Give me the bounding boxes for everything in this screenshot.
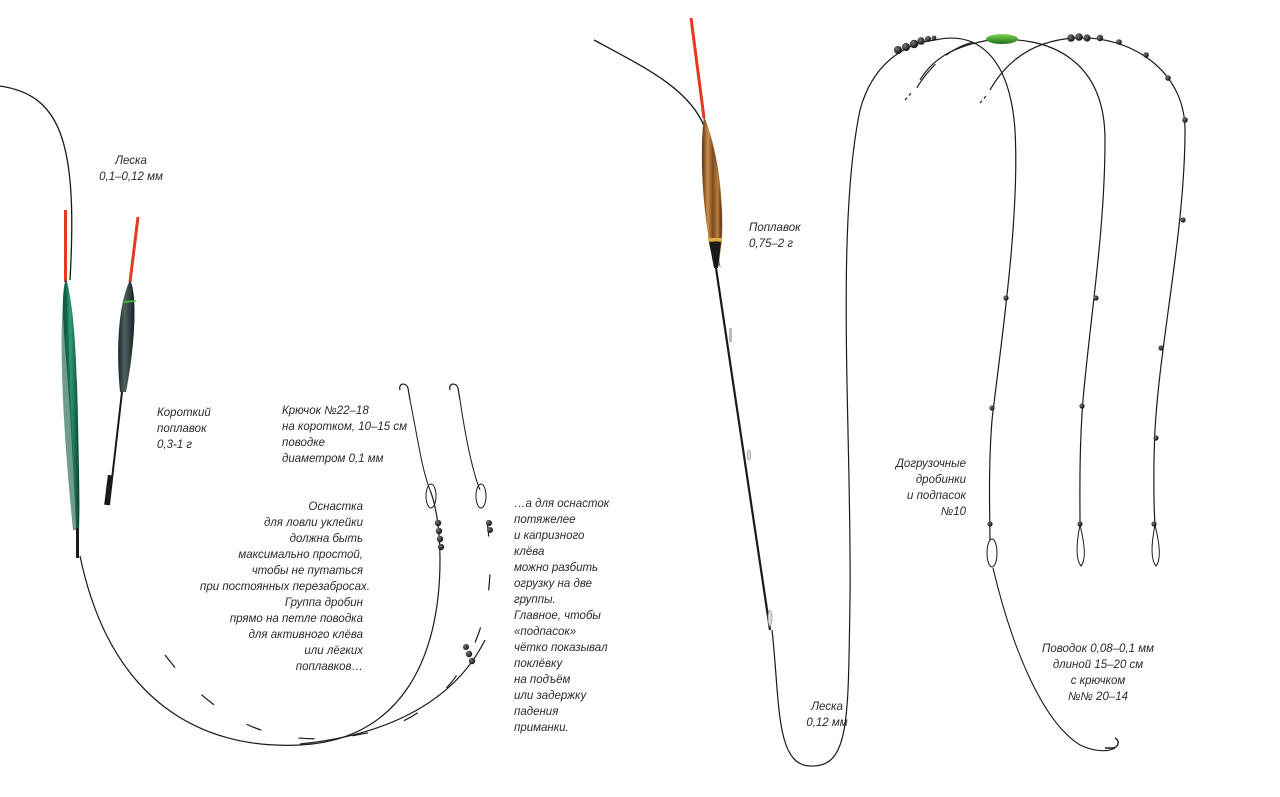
shots-rig-1 bbox=[987, 295, 1009, 527]
main-line-left bbox=[0, 85, 73, 281]
rig-line-b bbox=[164, 489, 491, 740]
leader-right bbox=[992, 567, 1116, 752]
label-hook-left: Крючок №22–18 на коротком, 10–15 см пово… bbox=[282, 405, 408, 465]
label-float-right: Поплавок 0,75–2 г bbox=[749, 222, 801, 250]
label-line-right: Леска 0,12 мм bbox=[806, 701, 848, 729]
hook-icon bbox=[1105, 737, 1119, 749]
label-line-left: Леска 0,1–0,12 мм bbox=[99, 155, 163, 183]
hook-rig-2 bbox=[449, 383, 487, 509]
label-leader: Поводок 0,08–0,1 мм длиной 15–20 см с кр… bbox=[1042, 643, 1154, 703]
label-heavy-note: …а для оснасток потяжелее и капризного к… bbox=[514, 498, 610, 734]
label-shots: Догрузочные дробинки и подпасок №10 bbox=[895, 458, 966, 518]
shot-group-rig-2 bbox=[463, 520, 493, 665]
loop-rig-3 bbox=[1151, 524, 1160, 567]
hook-icon bbox=[449, 383, 461, 401]
hook-icon bbox=[399, 383, 411, 401]
shots-rig-2 bbox=[1077, 295, 1099, 527]
hook-rig-1 bbox=[399, 383, 437, 509]
main-line-right bbox=[593, 39, 706, 129]
olive-sinker bbox=[986, 34, 1018, 44]
label-short-float: Короткий поплавок 0,3-1 г bbox=[157, 407, 211, 451]
long-float-left bbox=[61, 210, 80, 558]
arc-rig-3 bbox=[989, 37, 1186, 526]
loop-rig-2 bbox=[1076, 524, 1085, 567]
shot-group-rig-1 bbox=[434, 519, 445, 551]
shot-cluster-top-2 bbox=[1067, 33, 1188, 527]
short-float-left bbox=[104, 216, 140, 506]
arc-rig-2-start bbox=[909, 39, 991, 101]
line-u-right bbox=[771, 39, 936, 767]
shot-cluster-top-1 bbox=[894, 35, 937, 54]
label-rig-note: Оснастка для ловли уклейки должна быть м… bbox=[200, 501, 370, 673]
arc-rig-1 bbox=[934, 37, 1017, 541]
wood-float-right bbox=[689, 17, 726, 270]
arc-rig-2 bbox=[919, 38, 1106, 526]
